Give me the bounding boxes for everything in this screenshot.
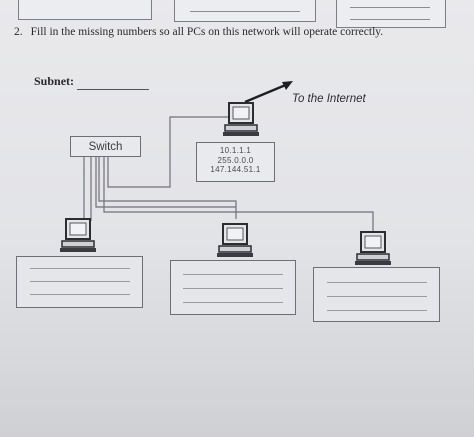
question-number: 2. <box>14 26 23 38</box>
computer-icon <box>60 218 96 252</box>
computer-icon <box>223 102 259 136</box>
computer-icon <box>355 231 391 265</box>
subnet-label: Subnet: <box>34 74 75 88</box>
pc2-answer-line-3[interactable] <box>183 302 283 303</box>
pc3-answer-line-2[interactable] <box>327 296 427 297</box>
pc2-answer-line-2[interactable] <box>183 288 283 289</box>
pc1-answer-line-1[interactable] <box>30 268 130 269</box>
pc1-answer-line-2[interactable] <box>30 281 130 282</box>
switch-pc2-wire-b <box>95 156 236 208</box>
switch-label: Switch <box>88 140 123 153</box>
pc3-answer-line-3[interactable] <box>327 310 427 311</box>
router-gateway: 147.144.51.1 <box>210 165 261 174</box>
router-ip-address: 10.1.1.1 <box>219 146 252 155</box>
computer-icon <box>217 223 253 257</box>
router-subnet-mask: 255.0.0.0 <box>217 155 254 165</box>
previous-answer-line <box>190 11 300 12</box>
pc2-answer-box[interactable] <box>170 260 296 315</box>
pc1-answer-box[interactable] <box>16 256 143 308</box>
switch-pc3-wire <box>103 156 374 233</box>
pc2-answer-line-1[interactable] <box>183 274 283 275</box>
router-ip-box: 10.1.1.1 255.0.0.0 147.144.51.1 <box>196 142 275 182</box>
subnet-answer-line[interactable] <box>77 89 149 90</box>
switch-pc2-wire <box>98 156 237 219</box>
pc3-answer-box[interactable] <box>313 267 440 322</box>
question-body: Fill in the missing numbers so all PCs o… <box>30 26 384 38</box>
previous-answer-line <box>350 19 430 20</box>
internet-arrowhead <box>282 81 293 90</box>
previous-answer-box-right <box>336 0 446 28</box>
internet-label: To the Internet <box>292 93 366 105</box>
question-text: 2. Fill in the missing numbers so all PCs… <box>14 26 383 38</box>
internet-arrow <box>244 82 289 104</box>
previous-answer-line <box>350 7 430 8</box>
pc3-answer-line-1[interactable] <box>327 282 427 283</box>
pc1-answer-line-3[interactable] <box>30 294 130 295</box>
router-uplink-wire <box>107 116 229 188</box>
previous-answer-box-left <box>18 0 152 20</box>
switch-box: Switch <box>70 136 141 157</box>
